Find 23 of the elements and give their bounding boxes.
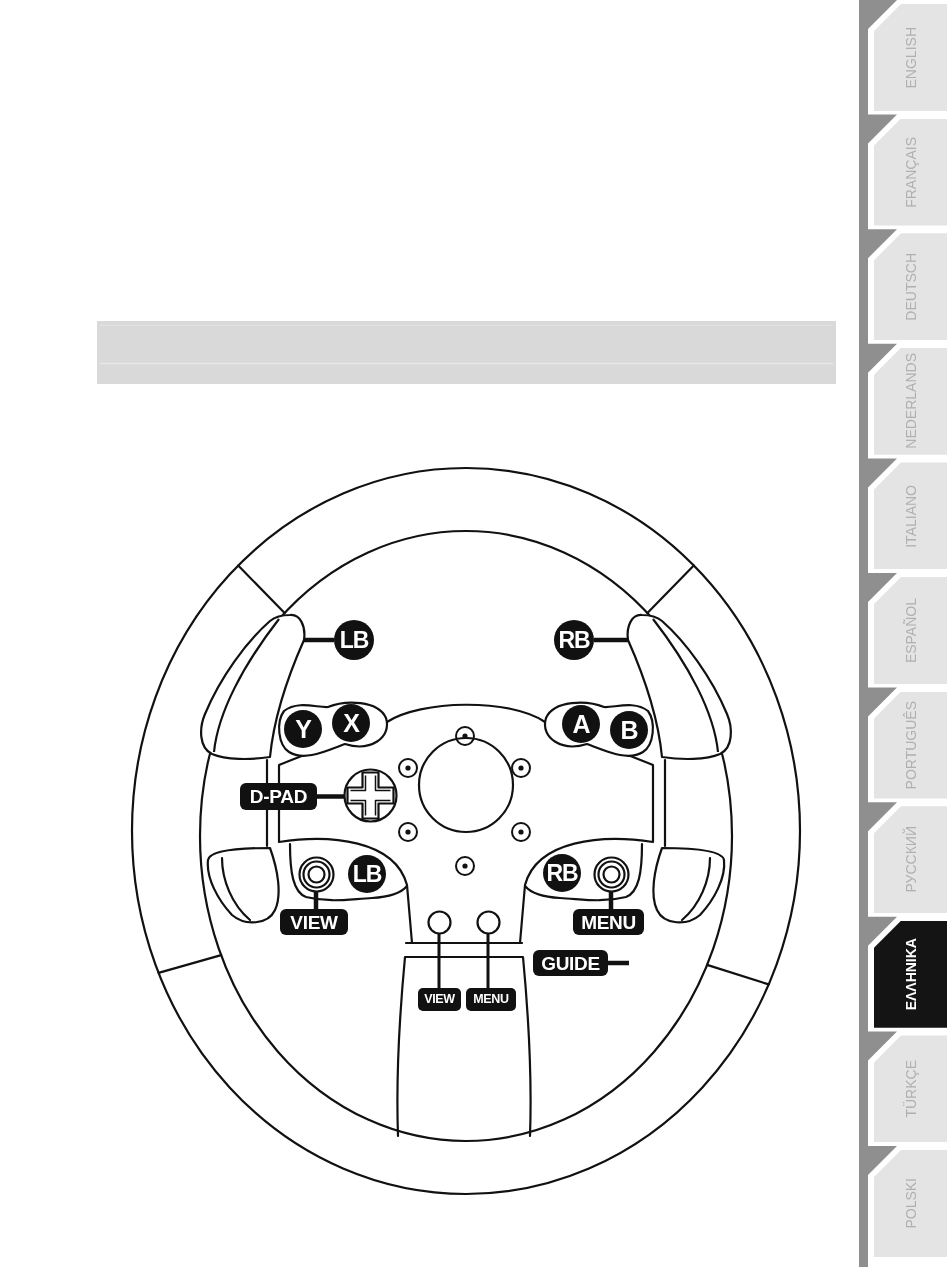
callout-label: D-PAD xyxy=(240,783,317,810)
leader-line xyxy=(303,637,334,643)
callout-label: VIEW xyxy=(418,988,461,1011)
leader-line xyxy=(594,637,629,643)
callout-label: LB xyxy=(334,620,374,660)
leader-line xyxy=(608,960,629,966)
callout-label: RB xyxy=(554,620,594,660)
callout-label: VIEW xyxy=(280,909,348,935)
language-tab: ΕΛΛΗΝΙΚΑ xyxy=(874,920,947,1028)
rotary-button xyxy=(592,855,630,893)
push-button xyxy=(475,909,501,935)
callout-label: LB xyxy=(348,855,386,893)
callout-label: MENU xyxy=(466,988,516,1011)
leader-line xyxy=(437,932,441,988)
callout-label: RB xyxy=(543,854,581,892)
leader-line xyxy=(486,932,490,988)
push-button xyxy=(426,909,452,935)
leader-line xyxy=(313,890,319,909)
callout-label: MENU xyxy=(573,909,644,935)
leader-line xyxy=(608,890,614,909)
d-pad-control xyxy=(342,767,398,823)
rotary-button xyxy=(297,855,335,893)
callout-label: GUIDE xyxy=(533,950,608,976)
